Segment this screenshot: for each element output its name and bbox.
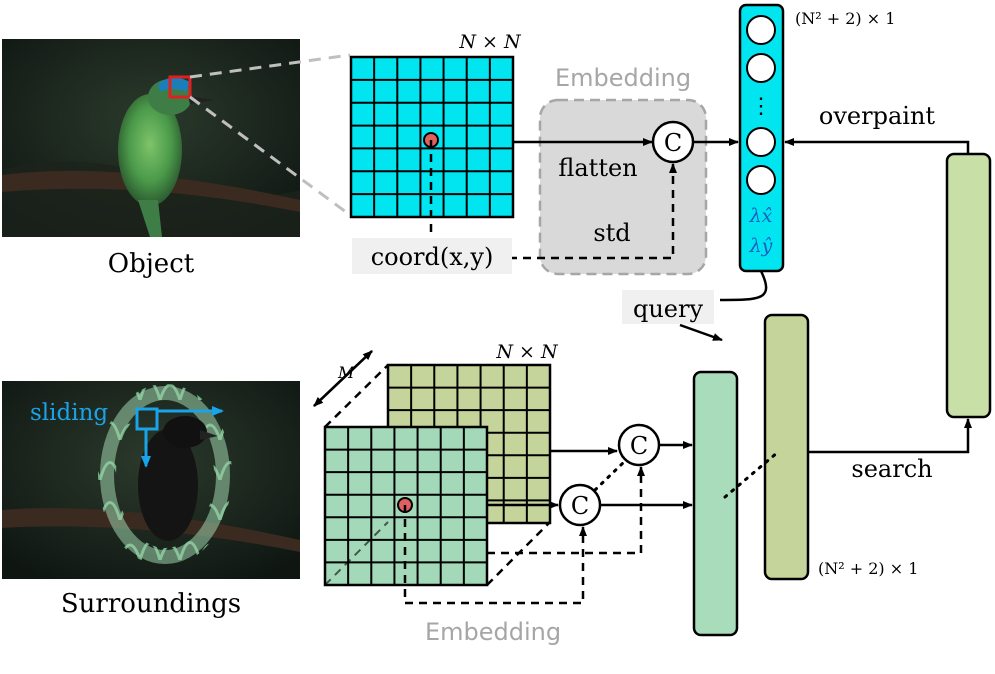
vector-cell: [746, 53, 776, 83]
top-concat-symbol: C: [664, 129, 682, 157]
teal-feature-bar: [692, 370, 739, 637]
vector-dots: ⋮: [750, 94, 772, 119]
surroundings-photo: [2, 381, 300, 579]
overpaint-label: overpaint: [819, 102, 935, 130]
branch-shape: [2, 170, 300, 212]
top-embedding-label: Embedding: [555, 64, 691, 92]
flatten-label: flatten: [558, 154, 637, 182]
vector-cell: [746, 15, 776, 45]
std-label: std: [593, 219, 630, 247]
object-caption: Object: [108, 249, 195, 279]
top-vector-dim-label: (N² + 2) × 1: [795, 9, 895, 28]
right-tall-bar: [945, 152, 992, 419]
bottom-concat-back-symbol: C: [630, 432, 648, 460]
bottom-grid-size-label: N × N: [495, 341, 559, 363]
depth-label: M: [337, 363, 355, 382]
zoom-line-top: [189, 53, 351, 79]
bottom-embedding-label: Embedding: [425, 618, 561, 646]
bottom-concat-front-symbol: C: [571, 492, 589, 520]
query-curve: [719, 270, 768, 302]
cube-edge-bl: [324, 521, 389, 586]
query-label: query: [633, 295, 703, 323]
overpaint-arrow: [784, 138, 970, 154]
lambda-y-label: λŷ: [749, 235, 773, 257]
search-arrow: [808, 418, 972, 454]
object-photo: [2, 39, 351, 237]
bars-dotted-link: [723, 450, 780, 499]
sliding-label: sliding: [30, 400, 108, 426]
bottom-coord-dashed-path-2: [487, 466, 645, 555]
cyan-patch-grid: [349, 55, 515, 219]
olive-feature-bar: [763, 313, 810, 581]
object-patch-marker: [168, 75, 192, 99]
surroundings-caption: Surroundings: [61, 589, 241, 619]
bottom-coord-dashed-path: [403, 505, 587, 605]
vector-cell: [746, 127, 776, 157]
vector-cell: [746, 165, 776, 195]
cube-edge-tl: [324, 364, 389, 428]
search-label: search: [851, 455, 932, 483]
coord-label: coord(x,y): [371, 243, 494, 271]
top-grid-size-label: N × N: [458, 31, 522, 53]
lambda-x-label: λx̂: [749, 205, 773, 227]
concat-dotted-link: [593, 460, 626, 492]
bottom-vector-dim-label: (N² + 2) × 1: [818, 559, 918, 578]
query-vector: [738, 3, 785, 273]
query-arrow: [679, 323, 723, 342]
bird-dark: [138, 416, 218, 541]
zoom-line-bottom: [189, 95, 351, 217]
coord-dashed-path: [429, 140, 677, 260]
